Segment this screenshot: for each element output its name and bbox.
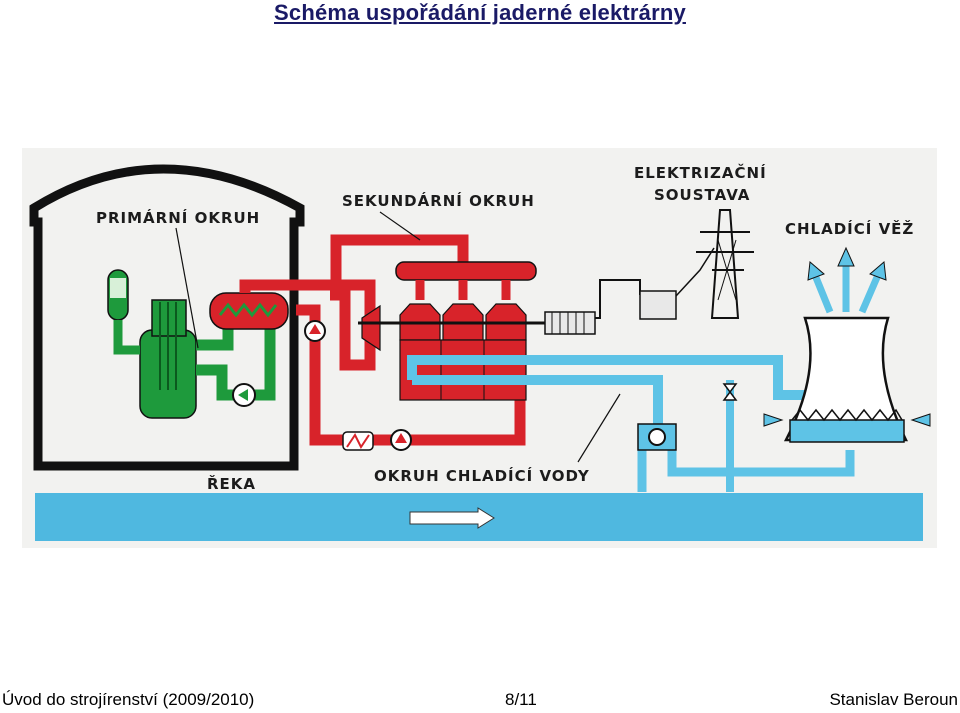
footer-author: Stanislav Beroun xyxy=(829,690,958,709)
hp-turbine xyxy=(361,304,381,352)
condenser xyxy=(399,339,527,401)
label-secondary-circuit: SEKUNDÁRNÍ OKRUH xyxy=(342,191,535,210)
power-grid xyxy=(595,209,754,320)
valve-icon xyxy=(722,383,738,401)
steam-generator xyxy=(209,292,289,330)
label-cooling-tower: CHLADÍCÍ VĚŽ xyxy=(785,219,914,238)
label-primary-circuit: PRIMÁRNÍ OKRUH xyxy=(96,208,260,227)
primary-circuit xyxy=(107,269,276,419)
containment-building xyxy=(29,164,305,471)
pylon-icon xyxy=(710,209,740,319)
footer-course: Úvod do strojírenství (2009/2010) xyxy=(2,690,255,709)
label-grid-line2: SOUSTAVA xyxy=(654,186,750,204)
cooling-pump-icon xyxy=(648,428,666,446)
river-flow-arrow-icon xyxy=(409,507,495,529)
label-grid-line1: ELEKTRIZAČNÍ xyxy=(634,163,767,182)
page-title: Schéma uspořádání jaderné elektrárny xyxy=(274,0,686,25)
cooling-tower-basin xyxy=(789,419,905,443)
generator xyxy=(544,311,596,335)
secondary-circuit xyxy=(239,234,537,451)
steam-header xyxy=(395,261,537,281)
label-river: ŘEKA xyxy=(207,474,256,493)
transformer-icon xyxy=(639,290,677,320)
air-inlet-left-icon xyxy=(763,413,784,427)
label-cooling-water-circuit: OKRUH CHLADÍCÍ VODY xyxy=(374,466,590,485)
cooling-water-circuit xyxy=(407,355,880,492)
air-inlet-right-icon xyxy=(910,413,931,427)
cooling-tower xyxy=(763,246,931,443)
turbine-set xyxy=(358,303,596,401)
footer-page-number: 8/11 xyxy=(505,690,537,709)
